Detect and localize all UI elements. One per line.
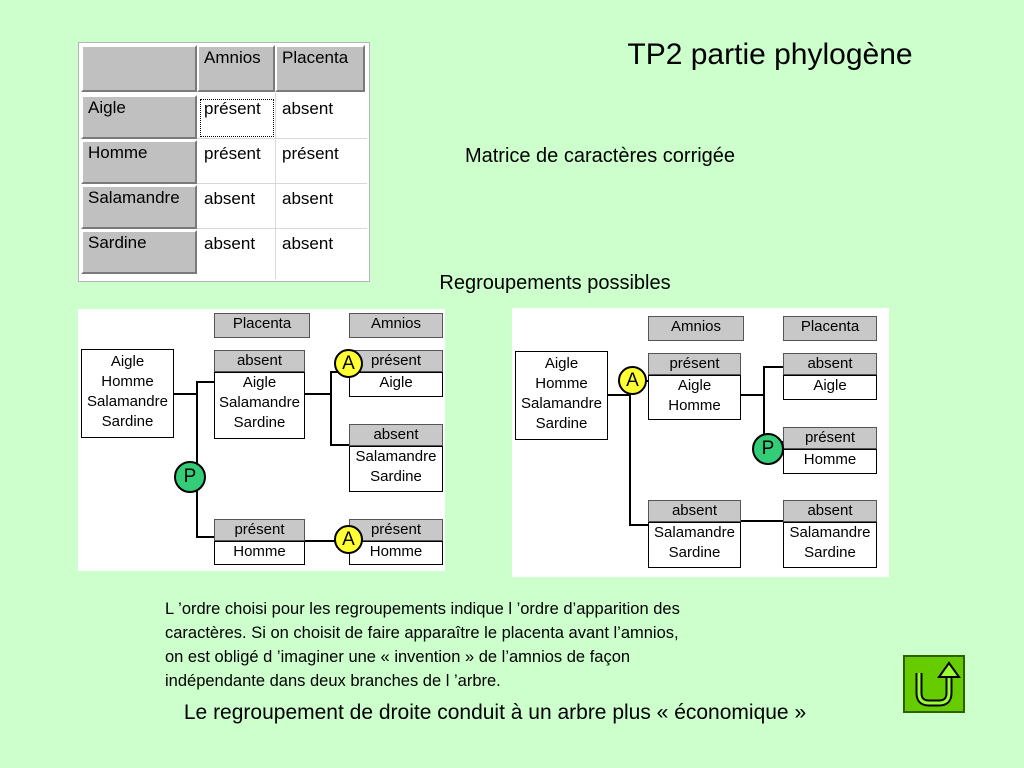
return-arrow-icon — [915, 661, 961, 707]
taxon-label: Aigle — [544, 355, 579, 372]
matrix-row-header-aigle[interactable]: Aigle — [81, 95, 197, 139]
taxon-label: Aigle — [813, 377, 847, 394]
taxon-label: Aigle — [242, 374, 277, 391]
header-placenta: Placenta — [783, 316, 877, 341]
explanation-paragraph: L ’ordre choisi pour les regroupements i… — [165, 597, 825, 693]
matrix-cell[interactable]: présent — [199, 98, 275, 138]
leaf-salamandre-sardine: Salamandre Sardine — [783, 522, 877, 568]
state-label-absent: absent — [349, 424, 443, 446]
left-tree-panel: Placenta Amnios Aigle Homme Salamandre S… — [78, 309, 445, 571]
matrix-cell[interactable]: absent — [204, 234, 256, 253]
taxon-label: Salamandre — [219, 394, 300, 411]
state-label-present: présent — [648, 353, 741, 375]
matrix-row-header-sardine[interactable]: Sardine — [81, 230, 197, 274]
group-absent-placenta: Aigle Salamandre Sardine — [214, 372, 305, 439]
matrix-cell[interactable]: absent — [282, 234, 334, 253]
paragraph-line: caractères. Si on choisit de faire appar… — [165, 624, 679, 642]
leaf-homme: Homme — [783, 449, 877, 474]
state-label-present: présent — [349, 350, 443, 372]
state-label-present: présent — [349, 519, 443, 541]
return-button[interactable] — [903, 655, 965, 713]
taxon-label: Salamandre — [654, 524, 735, 541]
taxon-label: Sardine — [370, 468, 422, 485]
leaf-homme: Homme — [349, 541, 443, 565]
taxon-label: Salamandre — [521, 395, 602, 412]
taxon-label: Salamandre — [87, 393, 168, 410]
amnios-badge: A — [334, 525, 363, 554]
taxon-label: Homme — [369, 543, 423, 560]
group-absent-amnios: Salamandre Sardine — [648, 522, 741, 568]
header-amnios: Amnios — [648, 316, 744, 341]
matrix-corner-cell — [81, 45, 197, 92]
taxon-label: Homme — [535, 375, 588, 392]
state-label-present: présent — [783, 427, 877, 449]
taxon-label: Sardine — [233, 414, 286, 431]
taxon-label: Salamandre — [789, 524, 871, 541]
matrix-cell[interactable]: présent — [282, 144, 339, 163]
taxon-label: Sardine — [804, 544, 856, 561]
matrix-row-header-salamandre[interactable]: Salamandre — [81, 185, 197, 229]
amnios-badge: A — [334, 349, 363, 378]
taxon-label: Aigle — [379, 374, 413, 391]
group-present-placenta: Homme — [214, 541, 305, 565]
root-group: Aigle Homme Salamandre Sardine — [81, 349, 174, 438]
matrix-subtitle: Matrice de caractères corrigée — [464, 145, 736, 167]
matrix-header-placenta[interactable]: Placenta — [275, 45, 365, 92]
taxon-label: Homme — [101, 373, 154, 390]
state-label-absent: absent — [214, 350, 305, 372]
leaf-salamandre-sardine: Salamandre Sardine — [349, 446, 443, 492]
groupings-heading: Regroupements possibles — [439, 272, 671, 294]
matrix-header-amnios[interactable]: Amnios — [197, 45, 275, 92]
state-label-absent: absent — [783, 353, 877, 375]
matrix-cell[interactable]: absent — [282, 189, 334, 208]
paragraph-line: on est obligé d ’imaginer une « inventio… — [165, 648, 631, 666]
leaf-aigle: Aigle — [349, 372, 443, 397]
right-tree-panel: Amnios Placenta Aigle Homme Salamandre S… — [512, 308, 889, 577]
taxon-label: Aigle — [677, 377, 712, 394]
matrix-cell[interactable]: absent — [282, 99, 334, 118]
state-label-absent: absent — [648, 500, 741, 522]
page-title: TP2 partie phylogène — [627, 38, 913, 71]
group-present-amnios: Aigle Homme — [648, 375, 741, 420]
taxon-label: Homme — [803, 451, 857, 468]
taxon-label: Sardine — [101, 413, 154, 430]
matrix-cell[interactable]: absent — [204, 189, 256, 208]
root-group: Aigle Homme Salamandre Sardine — [515, 351, 608, 440]
state-label-present: présent — [214, 519, 305, 541]
paragraph-line: L ’ordre choisi pour les regroupements i… — [165, 600, 680, 618]
matrix-row-header-homme[interactable]: Homme — [81, 140, 197, 184]
paragraph-line: indépendante dans deux branches de l ’ar… — [165, 672, 501, 690]
taxon-label: Sardine — [668, 544, 721, 561]
matrix-cell[interactable]: présent — [204, 144, 261, 163]
taxon-label: Aigle — [110, 353, 145, 370]
placenta-badge: P — [752, 433, 784, 465]
state-label-absent: absent — [783, 500, 877, 522]
header-placenta: Placenta — [214, 313, 310, 338]
amnios-badge: A — [618, 366, 647, 395]
taxon-label: Homme — [233, 543, 286, 560]
taxon-label: Sardine — [535, 415, 588, 432]
character-matrix: Amnios Placenta Aigle Homme Salamandre S… — [78, 42, 370, 282]
header-amnios: Amnios — [349, 313, 443, 338]
placenta-badge: P — [174, 461, 206, 493]
leaf-aigle: Aigle — [783, 375, 877, 400]
taxon-label: Salamandre — [355, 448, 437, 465]
taxon-label: Homme — [668, 397, 721, 414]
conclusion-text: Le regroupement de droite conduit à un a… — [183, 701, 807, 724]
